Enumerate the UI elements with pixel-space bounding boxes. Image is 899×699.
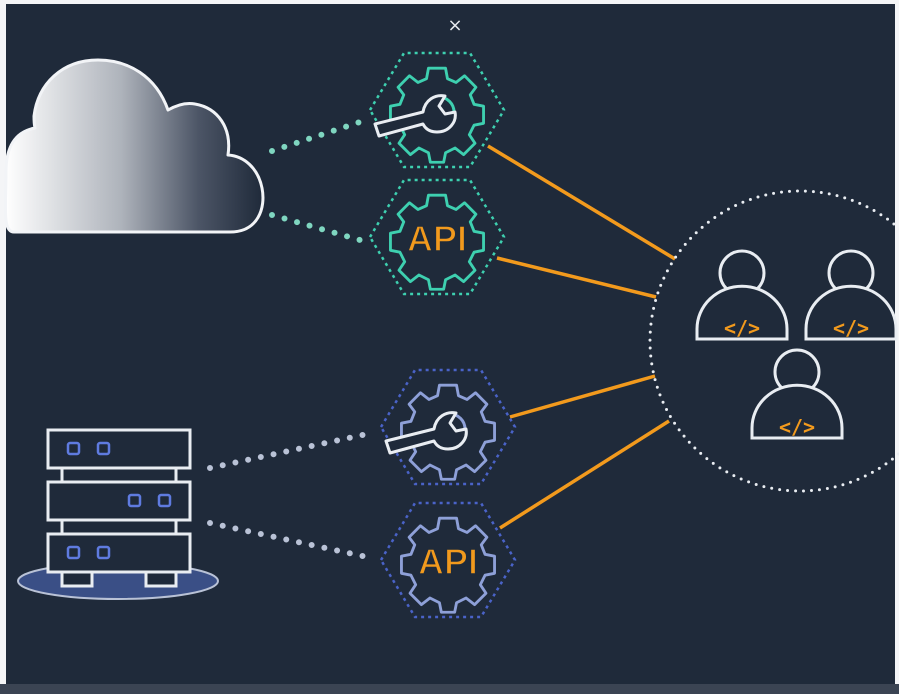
cloud-connector-dots <box>269 119 363 243</box>
developer-code-label: </> <box>724 316 760 340</box>
developer-group-boundary <box>648 189 899 493</box>
developer-code-label: </> <box>833 316 869 340</box>
gear-wrench-icon <box>379 368 517 486</box>
cloud-api-label: API <box>407 218 467 259</box>
cloud-icon <box>3 58 265 234</box>
server-api-label: API <box>418 541 478 582</box>
server-connector-dots <box>207 430 375 561</box>
developer-icon: </> <box>750 348 844 440</box>
developer-icon: </> <box>804 249 898 341</box>
gear-api-icon: API <box>368 178 506 296</box>
gear-api-icon: API <box>379 501 517 619</box>
developer-code-label: </> <box>779 415 815 439</box>
orange-connector-lines <box>487 144 676 530</box>
gear-wrench-icon <box>368 51 506 169</box>
close-button-label: × <box>447 14 463 36</box>
developer-icon: </> <box>695 249 789 341</box>
close-icon[interactable]: × <box>440 10 470 40</box>
server-rack-icon <box>17 428 219 600</box>
